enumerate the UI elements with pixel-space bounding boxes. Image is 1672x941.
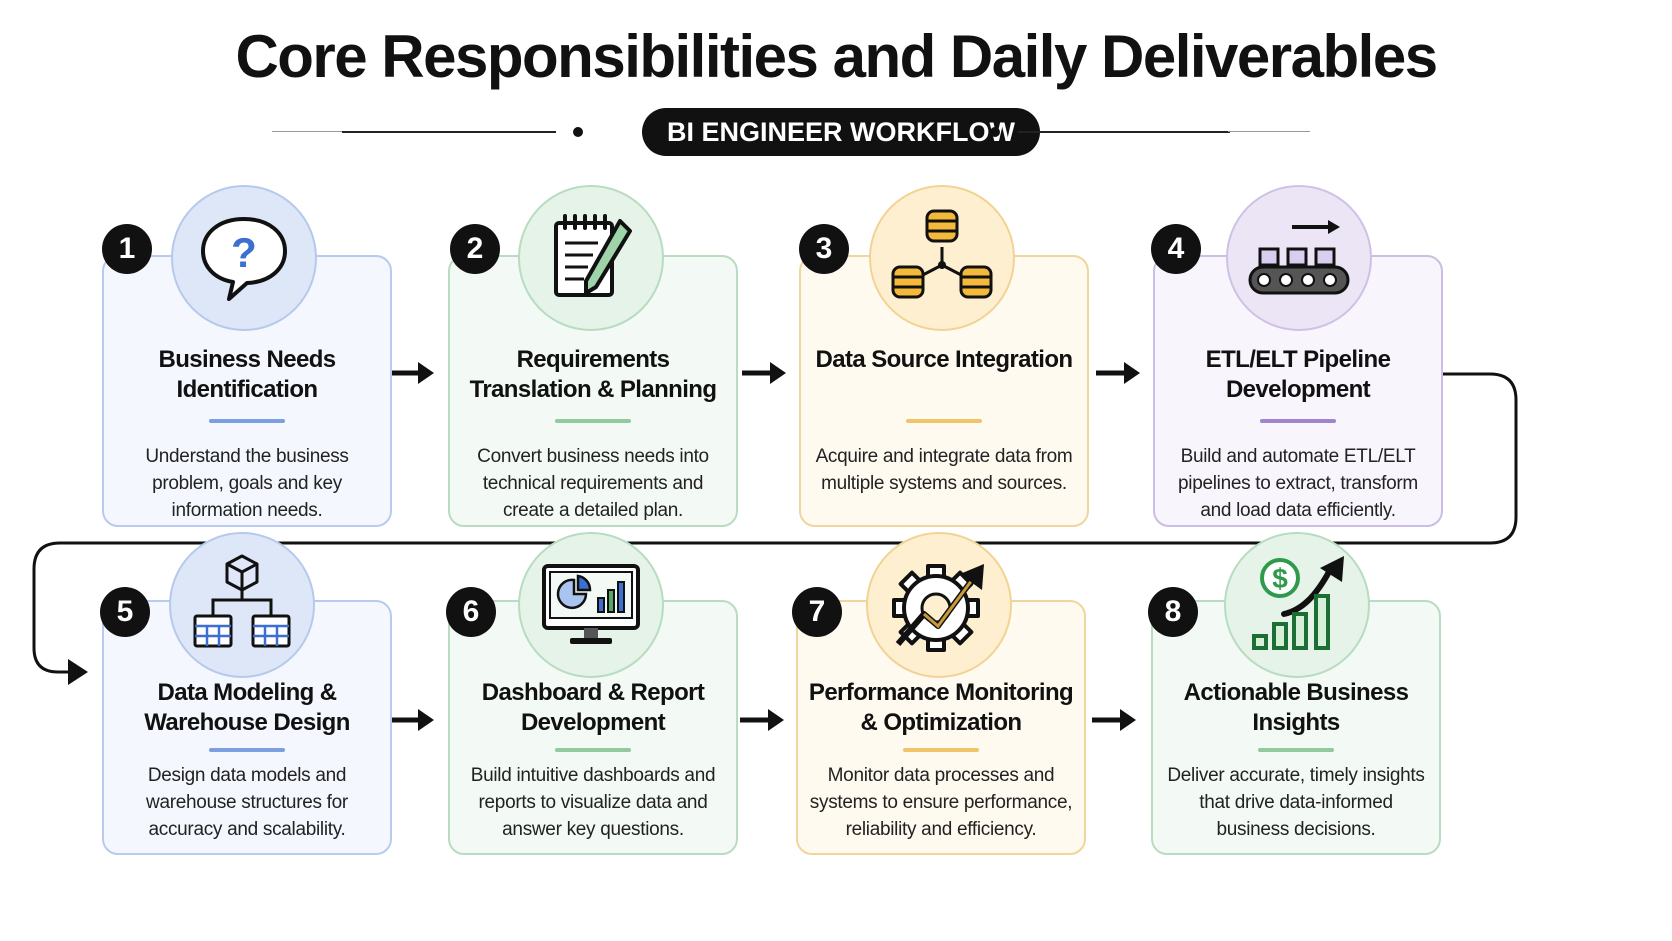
step-underline <box>906 419 982 423</box>
dashboard-monitor-icon <box>542 564 640 644</box>
step-icon-circle-2 <box>518 185 664 331</box>
flow-arrow-6-7 <box>740 709 784 731</box>
step-description: Convert business needs into technical re… <box>477 446 709 521</box>
step-icon-circle-1: ? <box>171 185 317 331</box>
step-icon-circle-6 <box>518 532 664 678</box>
step-underline <box>903 748 979 752</box>
flow-arrow-1-2 <box>390 362 434 384</box>
step-description: Acquire and integrate data from multiple… <box>815 446 1073 494</box>
step-underline <box>555 419 631 423</box>
flow-arrow-3-4 <box>1096 362 1140 384</box>
step-underline <box>1260 419 1336 423</box>
subtitle-divider-left <box>342 131 556 133</box>
step-title: Performance Monitoring & Optimization <box>808 679 1074 736</box>
question-bubble-icon: ? <box>201 217 287 301</box>
step-icon-circle-5 <box>169 532 315 678</box>
step-underline <box>209 748 285 752</box>
gear-trend-icon <box>892 564 984 652</box>
step-description: Understand the business problem, goals a… <box>145 446 349 521</box>
step-title: Actionable Business Insights <box>1183 679 1409 736</box>
step-description: Deliver accurate, timely insights that d… <box>1167 765 1425 840</box>
notepad-pen-icon <box>554 214 632 297</box>
step-number-badge-7: 7 <box>792 587 842 637</box>
conveyor-belt-icon <box>1248 220 1350 295</box>
svg-text:$: $ <box>1272 563 1288 594</box>
svg-text:?: ? <box>231 229 257 276</box>
subtitle-divider-right-outer <box>1228 131 1310 132</box>
page-title: Core Responsibilities and Daily Delivera… <box>235 23 1438 90</box>
subtitle-dot-left <box>573 127 583 137</box>
step-underline <box>1258 748 1334 752</box>
step-number-badge-4: 4 <box>1151 224 1201 274</box>
step-description: Build and automate ETL/ELT pipelines to … <box>1178 446 1418 521</box>
step-description: Design data models and warehouse structu… <box>146 765 348 840</box>
step-title: Dashboard & Report Development <box>481 679 705 736</box>
database-network-icon <box>891 209 993 299</box>
step-title: ETL/ELT Pipeline Development <box>1205 346 1391 403</box>
step-title: Business Needs Identification <box>158 346 336 403</box>
subtitle-badge: BI ENGINEER WORKFLOW <box>642 108 1040 156</box>
subtitle-divider-left-outer <box>272 131 344 132</box>
step-icon-circle-7 <box>866 532 1012 678</box>
step-underline <box>555 748 631 752</box>
step-number-badge-3: 3 <box>799 224 849 274</box>
step-number-badge-8: 8 <box>1148 587 1198 637</box>
subtitle-dot-right <box>990 127 1000 137</box>
step-title: Requirements Translation & Planning <box>469 346 717 403</box>
step-number-badge-2: 2 <box>450 224 500 274</box>
subtitle-divider-right <box>1018 131 1230 133</box>
step-card-7: Performance Monitoring & Optimization Mo… <box>796 600 1086 855</box>
step-number-badge-6: 6 <box>446 587 496 637</box>
flow-arrow-5-6 <box>390 709 434 731</box>
step-underline <box>209 419 285 423</box>
step-description: Build intuitive dashboards and reports t… <box>470 765 716 840</box>
step-title: Data Source Integration <box>815 346 1074 373</box>
step-title: Data Modeling & Warehouse Design <box>144 679 350 736</box>
step-description: Monitor data processes and systems to en… <box>809 765 1073 840</box>
step-icon-circle-8: $ <box>1224 532 1370 678</box>
flow-arrow-7-8 <box>1092 709 1136 731</box>
step-icon-circle-3 <box>869 185 1015 331</box>
step-number-badge-5: 5 <box>100 587 150 637</box>
data-model-icon <box>193 554 291 648</box>
step-icon-circle-4 <box>1226 185 1372 331</box>
dollar-growth-icon: $ <box>1252 556 1344 650</box>
flow-arrow-2-3 <box>742 362 786 384</box>
step-number-badge-1: 1 <box>102 224 152 274</box>
